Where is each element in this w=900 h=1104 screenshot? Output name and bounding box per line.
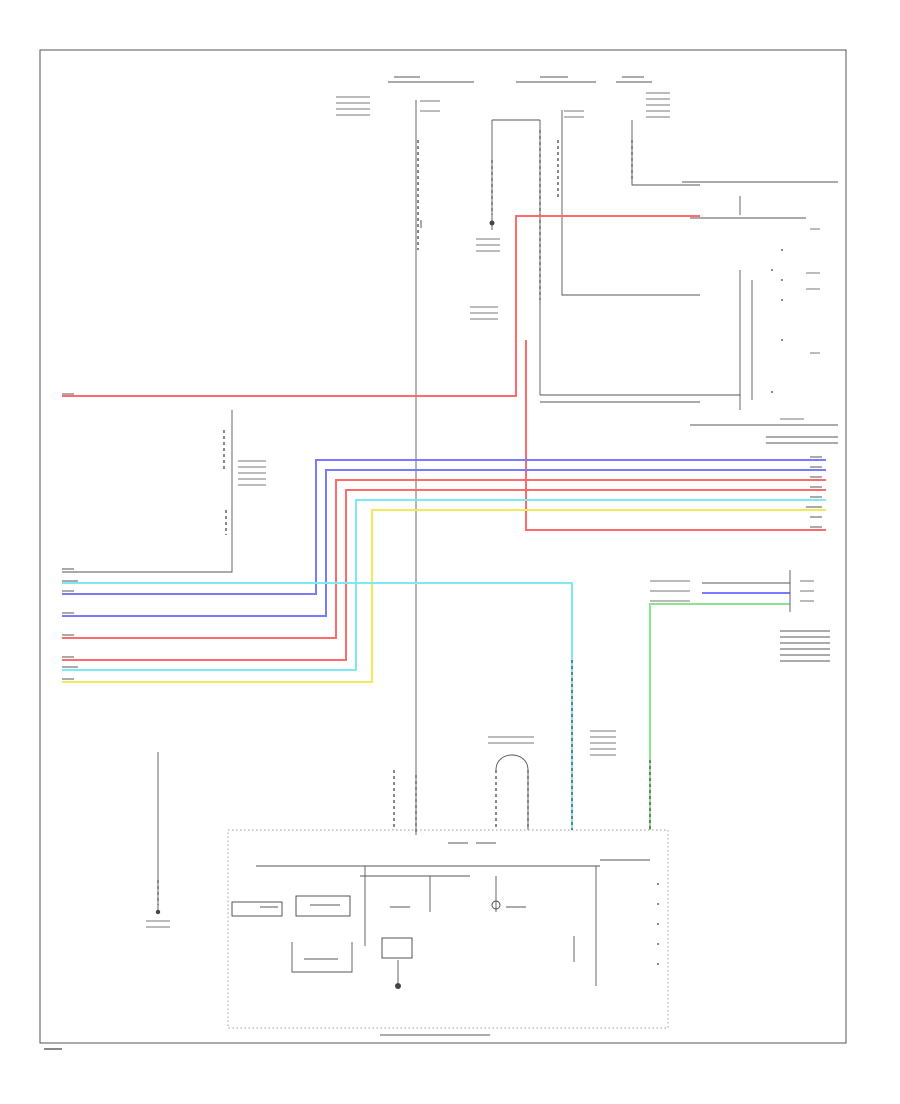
corner-mark — [44, 1048, 62, 1050]
wire-blue-1 — [62, 459, 826, 595]
wire-red-2 — [62, 479, 826, 639]
left-junction — [62, 410, 266, 573]
wire-red-3 — [62, 489, 826, 661]
fuse-label-right — [622, 76, 670, 118]
wire-yellow-1 — [62, 509, 826, 683]
wire-blue-2 — [62, 469, 826, 617]
bus-right-labels — [806, 456, 822, 528]
right-mid-component — [649, 570, 830, 830]
fuse-left-label-block — [420, 100, 440, 112]
module-input-wires — [393, 730, 616, 830]
upper-mid-wiring — [470, 110, 700, 403]
wire-red-top — [62, 215, 700, 397]
center-black-wire — [415, 100, 422, 835]
ground-point — [489, 220, 495, 226]
wire-cyan-1 — [62, 499, 826, 671]
right-upper-component — [682, 181, 838, 444]
bus-left-labels — [62, 393, 78, 680]
left-bottom-device — [146, 752, 170, 928]
wire-cyan-2 — [62, 582, 573, 830]
fuse-label-left — [336, 76, 420, 116]
combination-meter-module — [227, 829, 669, 1036]
wire-red-vertical — [525, 340, 826, 531]
wire-green-1 — [649, 603, 790, 830]
top-fuse-area — [336, 76, 670, 118]
diagram-frame — [39, 49, 847, 1044]
fuse-label-mid — [540, 76, 584, 118]
